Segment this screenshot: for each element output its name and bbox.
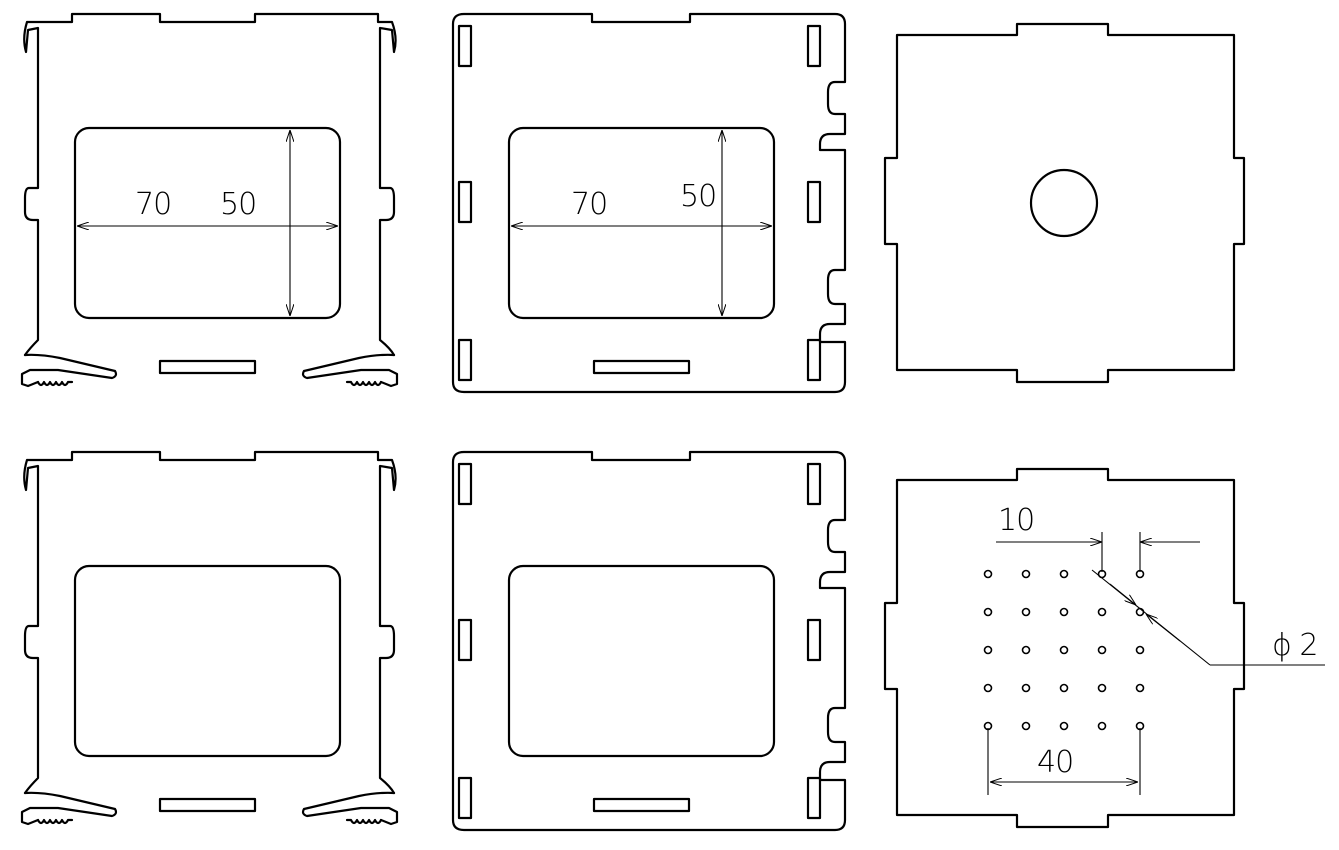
grid-hole <box>1059 721 1069 731</box>
grid-hole <box>1059 683 1069 693</box>
grid-hole <box>1135 645 1145 655</box>
grid-hole <box>1059 607 1069 617</box>
grid-hole <box>1021 683 1031 693</box>
panel-1-dimensions: 70 50 <box>77 130 338 316</box>
side-panel-top <box>20 12 399 388</box>
grid-hole <box>1135 607 1145 617</box>
hole-pitch-label: 10 <box>998 503 1034 538</box>
hole-grid <box>983 569 1145 731</box>
hole-diameter-label: ϕ 2 <box>1272 628 1317 663</box>
side-panel-bottom <box>20 450 399 826</box>
hole-grid-dimensions: 10 ϕ 2 40 <box>987 503 1325 795</box>
grid-hole <box>1097 683 1107 693</box>
grid-hole <box>1059 569 1069 579</box>
grid-hole <box>1135 683 1145 693</box>
panel-2-height-label: 50 <box>680 179 716 214</box>
panel-1-height-label: 50 <box>220 187 256 222</box>
base-panel-top <box>883 22 1246 384</box>
slot-panel-top <box>451 12 847 394</box>
grid-hole <box>983 683 993 693</box>
panel-2-dimensions: 70 50 <box>511 130 772 316</box>
grid-hole <box>983 645 993 655</box>
grid-hole <box>1021 645 1031 655</box>
grid-hole <box>1059 645 1069 655</box>
grid-hole <box>1021 607 1031 617</box>
center-hole <box>1029 168 1099 238</box>
grid-hole <box>1021 569 1031 579</box>
grid-hole <box>1097 607 1107 617</box>
panel-2-width-label: 70 <box>571 187 607 222</box>
grid-span-label: 40 <box>1037 745 1073 780</box>
grid-hole <box>1097 645 1107 655</box>
panel-1-width-label: 70 <box>135 187 171 222</box>
grid-hole <box>1021 721 1031 731</box>
slot-panel-bottom <box>451 450 847 832</box>
grid-hole <box>983 607 993 617</box>
grid-hole <box>1097 721 1107 731</box>
grid-hole <box>983 569 993 579</box>
